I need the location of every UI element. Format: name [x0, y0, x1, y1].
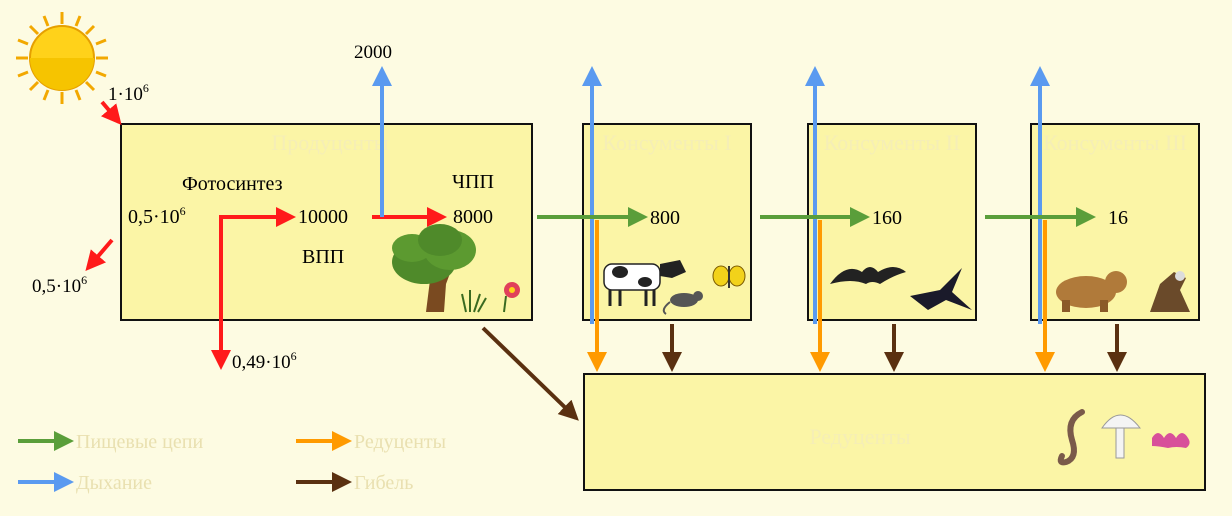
photosynthesis-label: Фотосинтез: [182, 173, 283, 195]
reflected-energy-value: 0,5·10: [32, 276, 81, 297]
npp-value: 8000: [453, 206, 493, 228]
sun-icon: [16, 12, 108, 104]
absorbed-energy-value: 0,5·10: [128, 206, 180, 228]
legend-death-label: Гибель: [354, 472, 413, 494]
consumer3-value: 16: [1108, 207, 1128, 229]
consumer2-title: Консументы II: [824, 130, 961, 155]
npp-label: ЧПП: [452, 171, 494, 193]
svg-text:0,5·106: 0,5·106: [128, 204, 186, 228]
sun-input-arrow: [100, 100, 122, 126]
mouse-icon: [662, 291, 703, 315]
producers-title: Продуценты: [271, 130, 388, 155]
legend-food-chain-label: Пищевые цепи: [76, 431, 203, 453]
svg-text:1·106: 1·106: [108, 81, 149, 105]
cow-icon: [603, 260, 686, 306]
worm-icon: [1057, 409, 1085, 466]
consumer2-value: 160: [872, 207, 902, 229]
producer-death-arrow: [481, 326, 579, 421]
tree-icon: [392, 224, 476, 312]
consumer1-title: Консументы I: [602, 130, 731, 155]
decomposers-box: [583, 373, 1206, 491]
consumer1-value: 800: [650, 207, 680, 229]
reflected-arrow: [85, 238, 114, 272]
producers-box: [120, 123, 533, 321]
reflected-energy-exp: 6: [81, 273, 87, 287]
sun-energy-value: 1·10: [108, 84, 143, 105]
gpp-label: ВПП: [302, 246, 344, 268]
grass-icon: [461, 290, 487, 313]
producer-respiration-value: 2000: [354, 42, 392, 63]
bacteria-icon: [1152, 433, 1190, 448]
eagle-icon: [1150, 271, 1190, 312]
heat-loss-exp: 6: [291, 349, 297, 363]
gpp-value: 10000: [298, 206, 348, 228]
swallow-icon: [910, 268, 972, 310]
heat-loss-value: 0,49·10: [232, 352, 291, 373]
flower-icon: [503, 282, 520, 313]
sun-energy-exp: 6: [143, 81, 149, 95]
legend-respiration-label: Дыхание: [76, 472, 152, 494]
svg-text:0,49·106: 0,49·106: [232, 349, 297, 373]
legend-decomposers-label: Редуценты: [354, 431, 446, 453]
absorbed-energy-exp: 6: [180, 204, 186, 218]
svg-text:0,5·106: 0,5·106: [32, 273, 87, 297]
bear-icon: [1056, 271, 1127, 312]
decomposers-title: Редуценты: [809, 424, 911, 449]
bat-icon: [830, 267, 906, 284]
photosynthesis-arrow: [219, 207, 296, 363]
consumer3-title: Консументы III: [1043, 130, 1187, 155]
mushroom-icon: [1101, 414, 1142, 459]
butterfly-icon: [712, 265, 746, 288]
legend: Пищевые цепи Дыхание Редуценты Гибель: [18, 431, 446, 494]
